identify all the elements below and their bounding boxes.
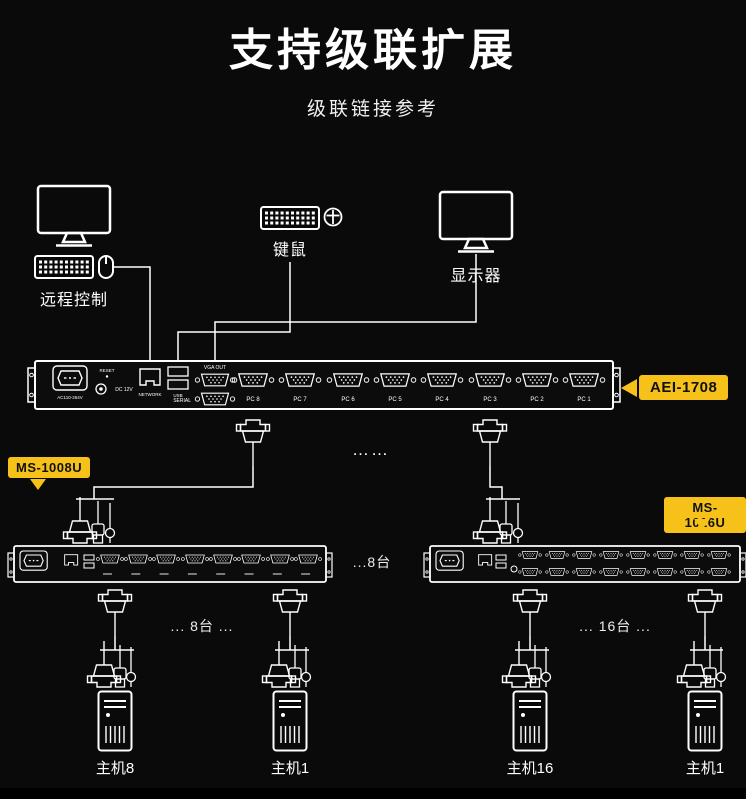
cable-pc8-to-left-switch — [76, 466, 254, 500]
remote-mouse-icon — [98, 255, 114, 279]
cascade-ellipsis: …… — [352, 440, 390, 459]
host1-left-kvm-cable-icon — [261, 640, 312, 688]
left-group-count: ... 8台 ... — [170, 618, 234, 634]
cable-remote-to-switch — [114, 266, 151, 361]
usb-port-icon — [83, 562, 95, 569]
badge-arrow-down-icon — [30, 479, 46, 490]
reset-label: RESET — [99, 368, 114, 373]
dc-label: DC 12V — [115, 387, 133, 393]
console-keyboard-icon — [259, 205, 321, 231]
pc3-label: PC 3 — [483, 397, 497, 403]
dc-jack-icon — [95, 383, 107, 395]
cable-keyboard-to-switch — [177, 262, 291, 361]
host1-right-tower-icon — [687, 690, 723, 752]
usb-port-icon — [495, 562, 507, 569]
keyboard-mouse-label: 键鼠 — [272, 242, 307, 259]
host8-tower-icon — [97, 690, 133, 752]
host1-right-vga-plug-icon — [687, 589, 723, 637]
pc7-label: PC 7 — [293, 397, 307, 403]
monitor-label: 显示器 — [450, 268, 502, 285]
usb-port-icon — [495, 554, 507, 561]
main-switch-model-badge: AEI-1708 — [639, 375, 729, 400]
pc8-label: PC 8 — [246, 397, 260, 403]
main-kvm-switch: AC110-264V RESET DC 12V NETWORK USB VGA … — [27, 360, 621, 410]
cable-left-switch-host1 — [275, 636, 309, 651]
display-monitor-icon — [438, 190, 514, 253]
cable-right-switch-host1 — [690, 636, 723, 651]
pc1-label: PC 1 — [577, 397, 591, 403]
right-switch-input-cables — [472, 496, 524, 544]
badge-arrow-left-icon — [621, 379, 637, 397]
remote-control-label: 远程控制 — [39, 292, 108, 309]
vga-out-label: VGA OUT — [204, 365, 226, 371]
host8-vga-plug-icon — [97, 589, 133, 637]
pc5-label: PC 5 — [388, 397, 402, 403]
jack-plug-icon — [512, 502, 524, 544]
usb-port-icon — [167, 366, 189, 377]
usb-label: USB — [173, 393, 182, 398]
cascade-vga-plug-right-icon — [472, 419, 508, 467]
host8-kvm-cable-icon — [86, 640, 137, 688]
usb-port-icon — [83, 554, 95, 561]
pc6-label: PC 6 — [341, 397, 355, 403]
usb-port-icon — [167, 379, 189, 390]
right-sub-switch — [423, 545, 746, 583]
badge-arrow-down-icon — [694, 519, 710, 530]
remote-keyboard-icon — [33, 254, 95, 280]
left-switch-model-badge: MS-1008U — [8, 457, 91, 478]
pc4-label: PC 4 — [435, 397, 449, 403]
page-subtitle: 级联链接参考 — [306, 99, 439, 120]
host1-left-vga-plug-icon — [272, 589, 308, 637]
left-switch-input-cables — [62, 496, 116, 544]
console-mouse-icon — [323, 207, 343, 227]
serial-label: SERIAL — [173, 398, 191, 404]
left-chain-count: ...8台 — [352, 554, 392, 570]
cascade-vga-plug-left-icon — [235, 419, 271, 467]
left-sub-switch-chassis — [13, 545, 327, 583]
pc2-label: PC 2 — [530, 397, 544, 403]
usb-plug-icon — [91, 500, 105, 544]
host1-right-label: 主机1 — [685, 760, 725, 777]
host1-left-tower-icon — [272, 690, 308, 752]
cable-left-switch-host8 — [100, 636, 134, 651]
host1-left-label: 主机1 — [270, 760, 310, 777]
host1-right-kvm-cable-icon — [676, 640, 727, 688]
host16-label: 主机16 — [506, 760, 554, 777]
cable-pc3-to-right-switch — [486, 466, 520, 500]
reset-hole — [105, 375, 109, 378]
cable-right-switch-host16 — [515, 636, 549, 651]
ac-voltage-label: AC110-264V — [57, 395, 82, 400]
network-label: NETWORK — [139, 392, 162, 397]
cables — [76, 254, 723, 651]
dc-jack-icon — [510, 565, 518, 573]
host16-kvm-cable-icon — [501, 640, 552, 688]
remote-monitor-icon — [36, 184, 112, 247]
cable-monitor-to-switch — [214, 254, 477, 361]
host16-vga-plug-icon — [512, 589, 548, 637]
left-sub-switch — [7, 545, 333, 583]
host16-tower-icon — [512, 690, 548, 752]
vga-plug-icon — [62, 496, 98, 544]
jack-plug-icon — [104, 502, 116, 544]
host8-label: 主机8 — [95, 760, 135, 777]
bottom-bar — [0, 788, 746, 799]
page-title: 支持级联扩展 — [229, 26, 517, 75]
right-group-count: ... 16台 ... — [579, 618, 651, 634]
